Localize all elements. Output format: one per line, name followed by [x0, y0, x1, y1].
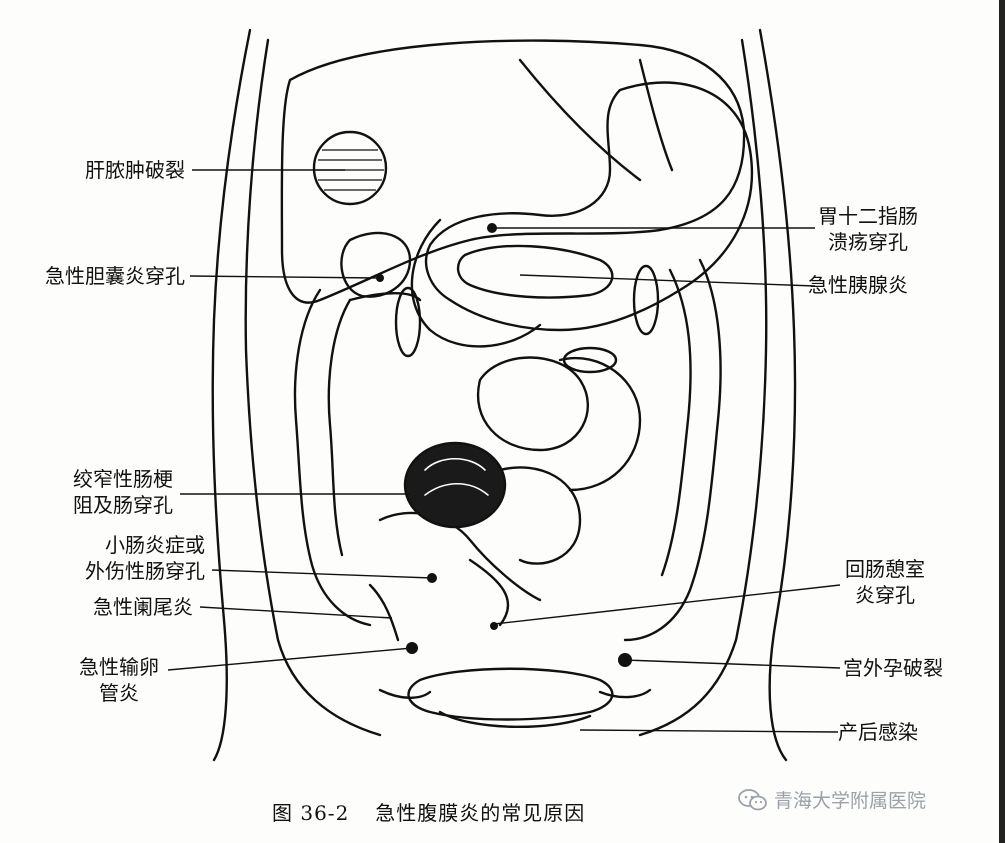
leader-appendicitis [199, 606, 393, 619]
label-liver-abscess: 肝脓肿破裂 [85, 158, 185, 182]
abdominal-wall-left-inner [244, 38, 382, 737]
label-small-bowel-line1: 小肠炎症或 [105, 533, 205, 557]
leader-ileal-diverticulum [493, 584, 841, 625]
descending-colon [623, 258, 722, 642]
liver-abscess-shape [312, 130, 388, 206]
label-duodenal-ulcer: 胃十二指肠 溃疡穿孔 [818, 203, 918, 255]
strangulated-loop [403, 441, 507, 529]
label-postpartum-infection: 产后感染 [838, 720, 918, 744]
liver-lobe-line [518, 58, 642, 182]
figure-caption: 图 36-2 急性腹膜炎的常见原因 [272, 797, 611, 826]
duodenum-shape [410, 218, 542, 348]
lesion-markers [376, 223, 632, 667]
figure-number: 图 36-2 [272, 801, 350, 825]
label-ectopic-rupture: 宫外孕破裂 [843, 656, 943, 680]
uterus-shape [407, 667, 614, 721]
abscess-hatching [316, 149, 384, 191]
label-ileal-line2: 炎穿孔 [855, 583, 915, 607]
label-strangulated-line2: 阻及肠穿孔 [73, 493, 173, 517]
abdominal-wall-right [758, 28, 797, 762]
label-strangulated-obstruction: 绞窄性肠梗 阻及肠穿孔 [73, 466, 173, 518]
leader-pancreatitis [519, 274, 816, 287]
label-pancreatitis: 急性胰腺炎 [808, 273, 908, 297]
small-bowel-loops [476, 356, 590, 452]
label-small-bowel-line2: 外伤性肠穿孔 [85, 559, 205, 583]
gallbladder-shape [340, 231, 412, 298]
label-duodenal-line1: 胃十二指肠 [818, 204, 918, 228]
liver-lobe-line-2 [638, 58, 674, 172]
figure-title: 急性腹膜炎的常见原因 [375, 801, 586, 825]
leader-small-bowel [211, 569, 433, 579]
stomach-outline [424, 81, 754, 332]
ascending-colon [293, 288, 372, 627]
label-gallbladder-perforation: 急性胆囊炎穿孔 [45, 264, 185, 288]
label-appendicitis: 急性阑尾炎 [93, 595, 193, 619]
pancreas-shape [456, 244, 614, 299]
leader-gallbladder [189, 275, 381, 279]
label-salpingitis: 急性输卵 管炎 [79, 654, 159, 706]
appendix-shape [368, 583, 400, 642]
wechat-icon [738, 788, 767, 810]
watermark-text: 青海大学附属医院 [774, 790, 927, 812]
abdominal-wall-left [211, 28, 252, 762]
right-edge-bar [999, 0, 1005, 843]
leader-lines [167, 169, 841, 733]
label-salpingitis-line1: 急性输卵 [79, 655, 159, 679]
label-small-bowel-perforation: 小肠炎症或 外伤性肠穿孔 [85, 532, 205, 584]
abdominal-wall-right-inner [638, 38, 768, 737]
label-ileal-line1: 回肠憩室 [845, 557, 925, 581]
watermark: 青海大学附属医院 [738, 786, 926, 813]
liver-outline [280, 39, 746, 304]
label-ileal-diverticulum: 回肠憩室 炎穿孔 [845, 556, 925, 608]
label-strangulated-line1: 绞窄性肠梗 [73, 467, 173, 491]
bladder-shape [438, 710, 592, 729]
leader-salpingitis [167, 647, 413, 671]
label-duodenal-line2: 溃疡穿孔 [828, 230, 908, 254]
leader-postpartum [579, 729, 839, 733]
leader-ectopic [624, 659, 841, 669]
label-salpingitis-line2: 管炎 [99, 681, 139, 705]
